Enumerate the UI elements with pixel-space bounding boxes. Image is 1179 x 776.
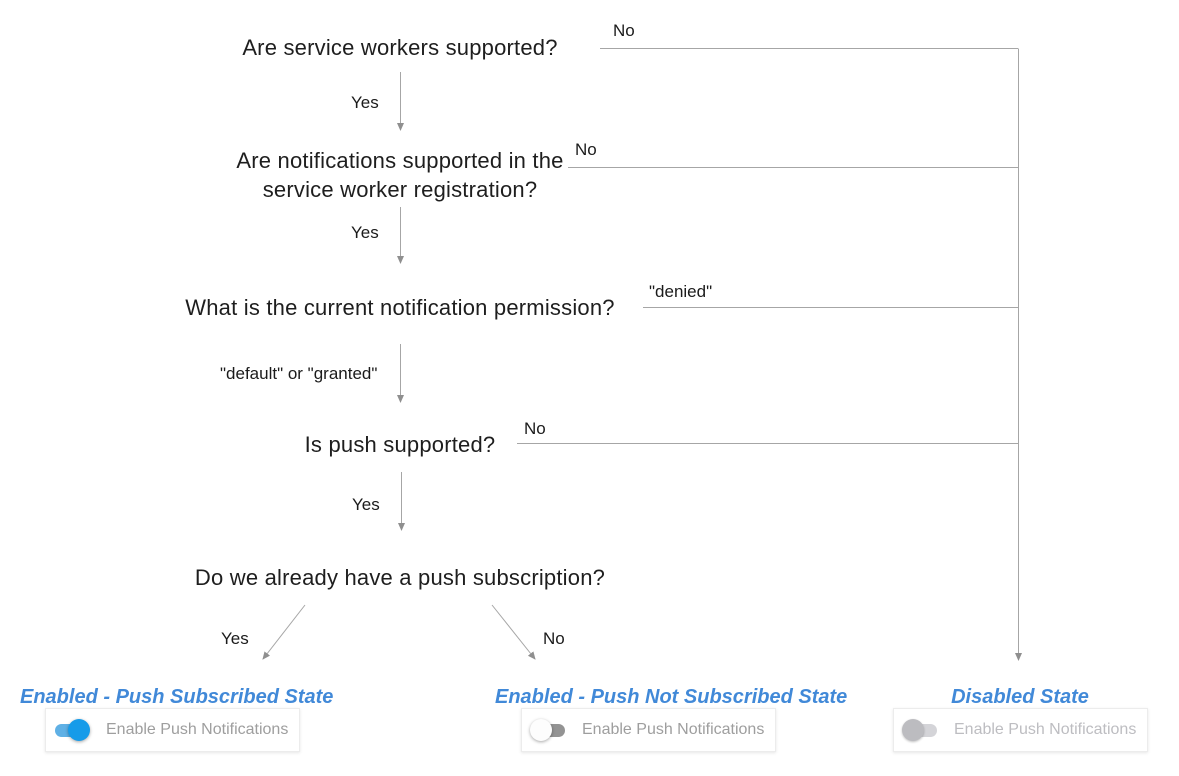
toggle-knob bbox=[902, 719, 924, 741]
edge-label-q4-no: No bbox=[524, 419, 546, 438]
edge-q5-yes-line bbox=[262, 604, 306, 660]
state-title-enabled-subscribed: Enabled - Push Subscribed State bbox=[20, 686, 334, 708]
toggle-label: Enable Push Notifications bbox=[106, 721, 289, 738]
edge-label-q1-yes: Yes bbox=[351, 93, 379, 112]
question-push-subscription: Do we already have a push subscription? bbox=[194, 565, 606, 590]
edge-q5-no-line bbox=[491, 604, 536, 660]
question-push-supported: Is push supported? bbox=[304, 432, 496, 457]
question-service-workers: Are service workers supported? bbox=[242, 35, 558, 60]
card-enabled-not-subscribed: Enable Push Notifications bbox=[521, 708, 776, 752]
toggle-label: Enable Push Notifications bbox=[954, 721, 1137, 738]
card-disabled: Enable Push Notifications bbox=[893, 708, 1148, 752]
card-enabled-subscribed: Enable Push Notifications bbox=[45, 708, 300, 752]
edge-label-q3-denied: "denied" bbox=[649, 282, 713, 301]
state-title-enabled-not-subscribed: Enabled - Push Not Subscribed State bbox=[495, 686, 848, 708]
edge-label-q5-yes: Yes bbox=[221, 629, 249, 648]
toggle-knob bbox=[68, 719, 90, 741]
edge-label-q2-no: No bbox=[575, 140, 597, 159]
state-title-disabled: Disabled State bbox=[951, 686, 1089, 708]
question-notifications-supported: Are notifications supported in the servi… bbox=[236, 148, 564, 202]
edge-label-q3-default-or-granted: "default" or "granted" bbox=[220, 364, 378, 383]
edge-label-q5-no: No bbox=[543, 629, 565, 648]
edge-label-q1-no: No bbox=[613, 21, 635, 40]
edge-label-q4-yes: Yes bbox=[352, 495, 380, 514]
push-toggle-disabled bbox=[902, 719, 938, 741]
push-toggle-on[interactable] bbox=[54, 719, 90, 741]
push-toggle-off[interactable] bbox=[530, 719, 566, 741]
question-notification-permission: What is the current notification permiss… bbox=[185, 295, 615, 320]
edge-label-q2-yes: Yes bbox=[351, 223, 379, 242]
toggle-knob bbox=[530, 719, 552, 741]
toggle-label: Enable Push Notifications bbox=[582, 721, 765, 738]
